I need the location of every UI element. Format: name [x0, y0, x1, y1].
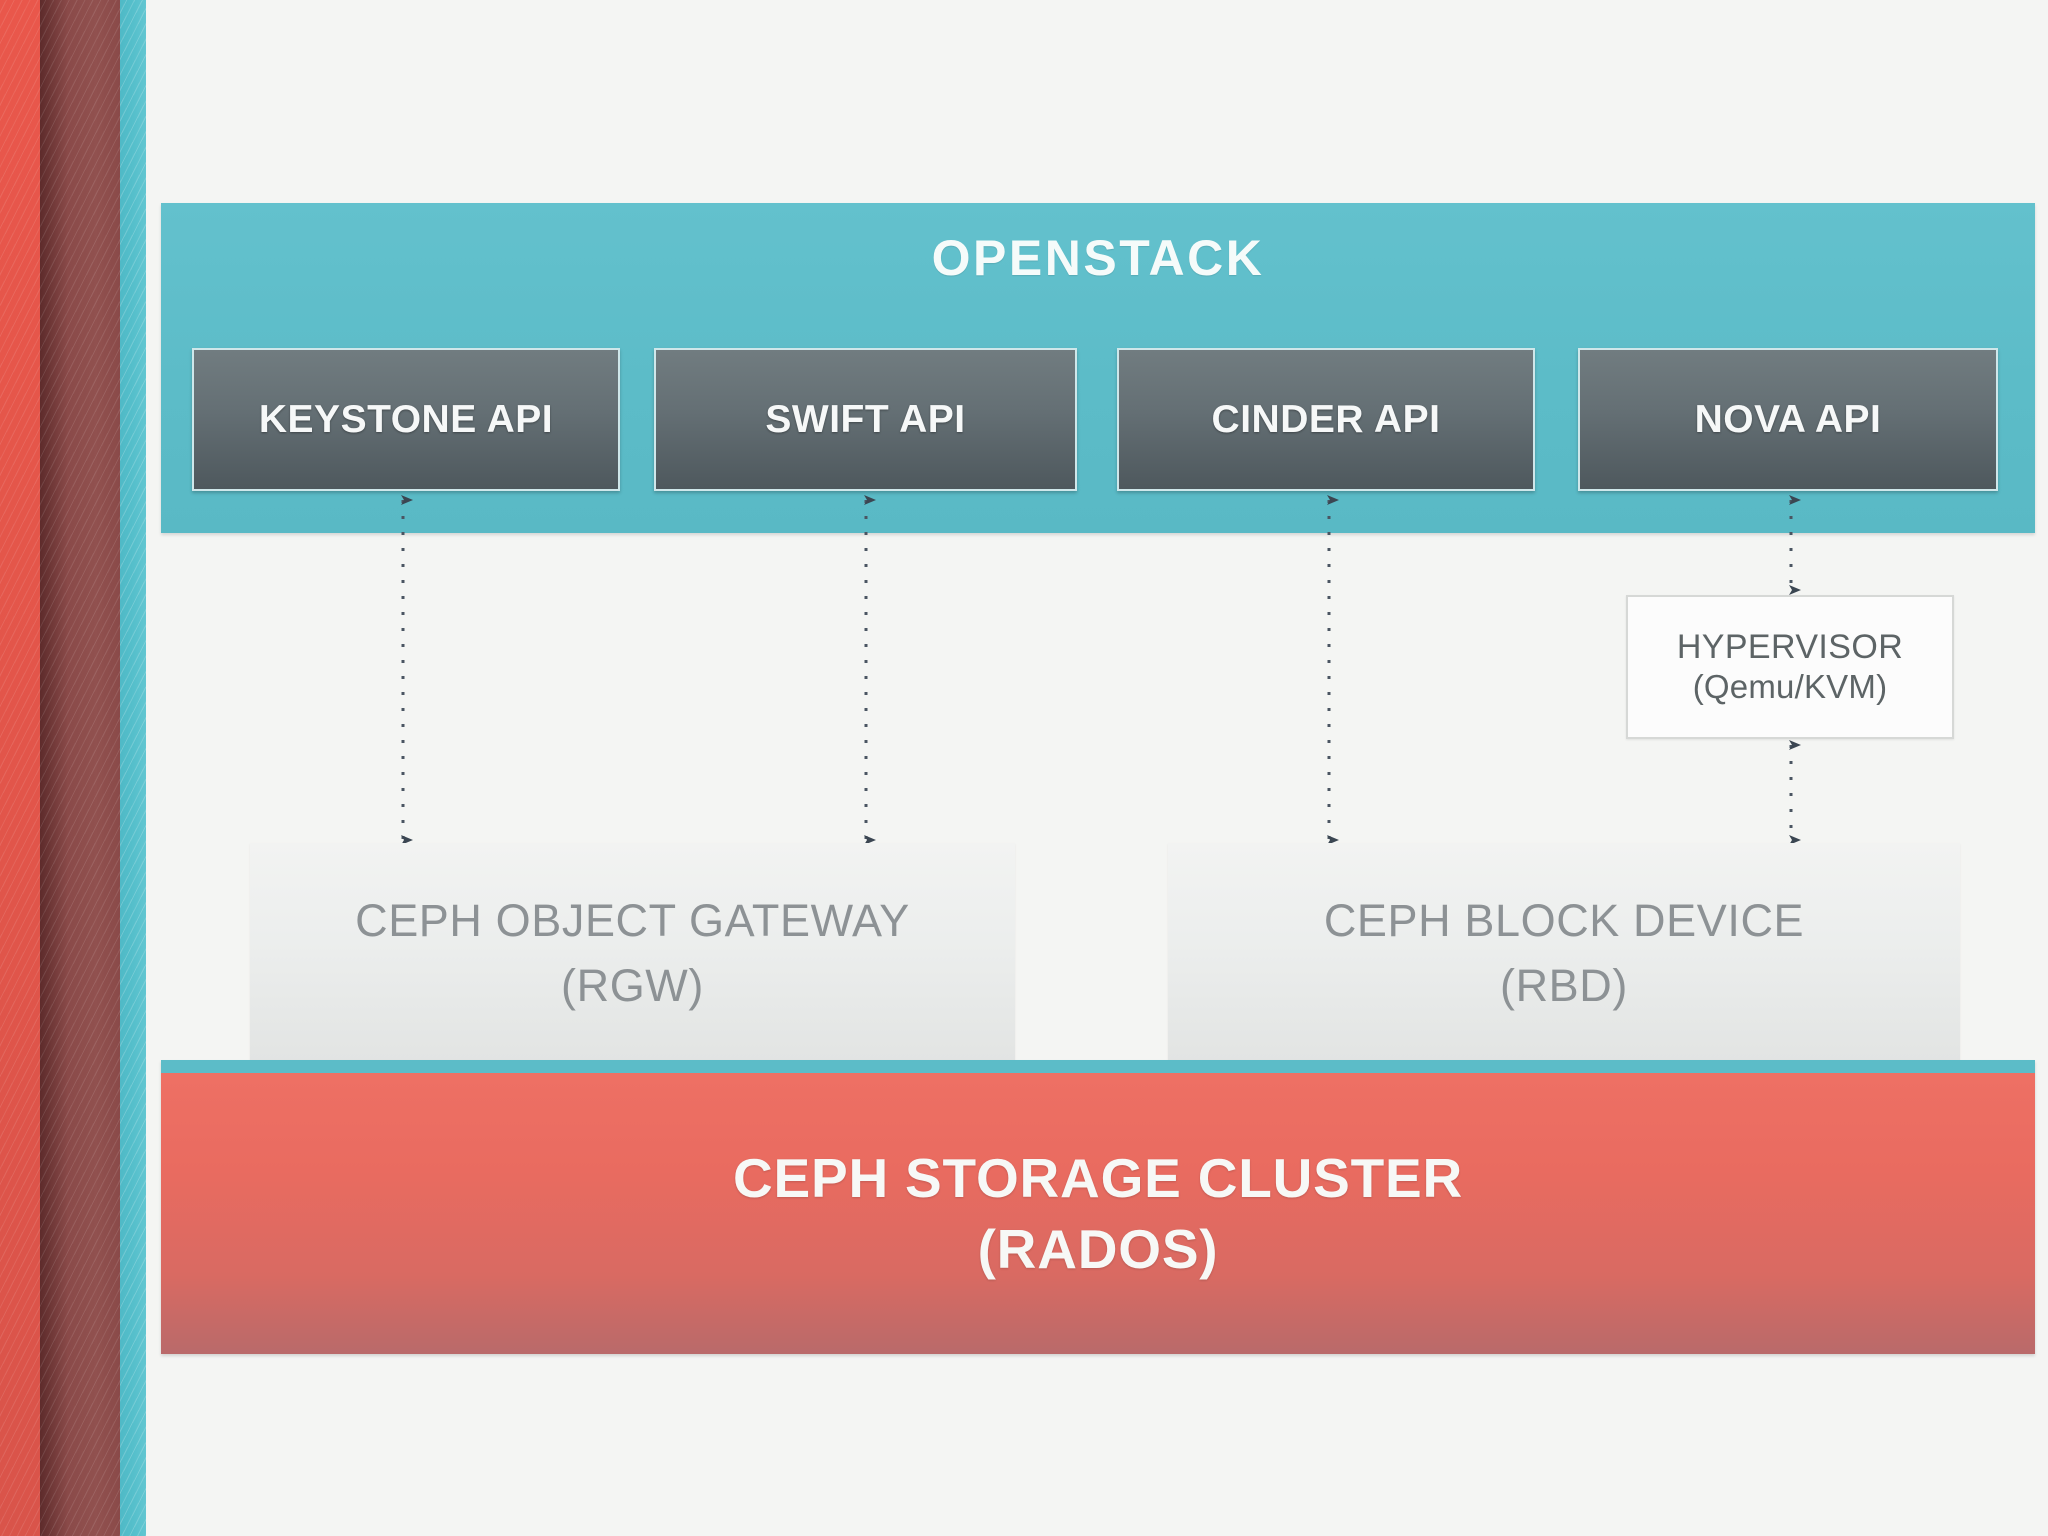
cluster-label-line1: CEPH STORAGE CLUSTER [732, 1147, 1464, 1210]
nova-api-label: NOVA API [1694, 397, 1882, 441]
left-stripe-maroon [40, 0, 120, 1536]
ceph-block-device-label-line2: (RBD) [1500, 960, 1628, 1011]
swift-api-box[interactable]: SWIFT API [654, 348, 1077, 491]
ceph-object-gateway-label-line1: CEPH OBJECT GATEWAY [355, 894, 910, 946]
cinder-api-box[interactable]: CINDER API [1117, 348, 1535, 491]
hypervisor-label-line2: (Qemu/KVM) [1692, 667, 1888, 705]
left-stripe-teal [120, 0, 146, 1536]
hypervisor-label-line1: HYPERVISOR [1676, 627, 1904, 666]
openstack-title: OPENSTACK [931, 230, 1265, 286]
nova-api-box[interactable]: NOVA API [1578, 348, 1998, 491]
cinder-api-label: CINDER API [1211, 397, 1441, 441]
hypervisor-box[interactable]: HYPERVISOR (Qemu/KVM) [1626, 595, 1954, 739]
keystone-api-box[interactable]: KEYSTONE API [192, 348, 620, 491]
ceph-object-gateway-label-line2: (RGW) [561, 960, 704, 1011]
ceph-storage-cluster-panel: CEPH STORAGE CLUSTER (RADOS) [161, 1060, 2035, 1354]
ceph-block-device-label-line1: CEPH BLOCK DEVICE [1323, 894, 1805, 946]
swift-api-label: SWIFT API [765, 397, 966, 441]
cluster-top-accent-strip [161, 1060, 2035, 1073]
cluster-body: CEPH STORAGE CLUSTER (RADOS) [161, 1073, 2035, 1354]
keystone-api-label: KEYSTONE API [258, 397, 554, 441]
left-stripe-red [0, 0, 40, 1536]
cluster-label-line2: (RADOS) [977, 1217, 1219, 1280]
ceph-block-device-box[interactable]: CEPH BLOCK DEVICE (RBD) [1168, 843, 1960, 1063]
ceph-object-gateway-box[interactable]: CEPH OBJECT GATEWAY (RGW) [250, 843, 1015, 1063]
